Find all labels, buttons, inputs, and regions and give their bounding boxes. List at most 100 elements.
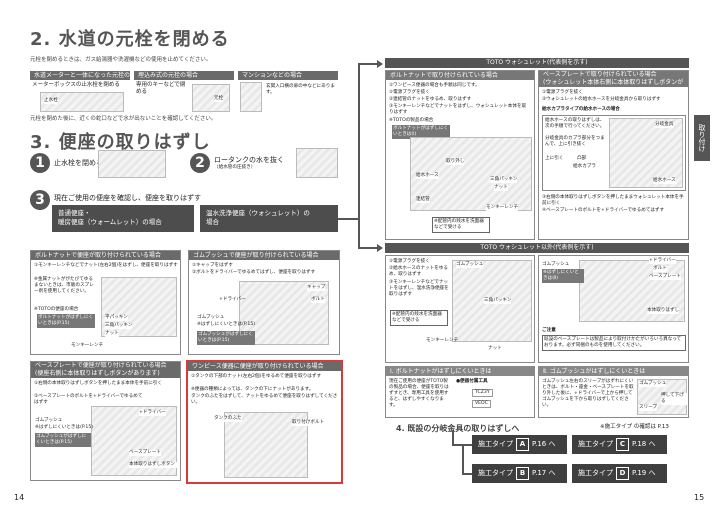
label-pull-up: 上に引く (545, 156, 564, 161)
label-base-driver: +ドライバー (139, 410, 166, 416)
toto-base-line1: ①電源プラグを抜く (542, 90, 583, 95)
label-info2-sleeve: スリーブ (639, 405, 658, 411)
info1-tool-row2: VEOC (472, 400, 491, 408)
type-a-label: 施工タイプ (478, 440, 513, 448)
label-ob-plate: ベースプレート (649, 274, 681, 280)
label-hard-remove: ※はずしにくいときは(P.15) (197, 322, 256, 327)
step2-text: ロータンクの水を抜く (214, 156, 284, 164)
section2-intro: 元栓を閉めるときは、ガス給湯器や洗濯機などの使用を止めてください。 (30, 57, 212, 63)
toto-head-bar: TOTO ウォシュレット(代表例を示す) (385, 58, 689, 68)
type-c-label: 施工タイプ (578, 440, 613, 448)
toto-bolt-line2: ①電源プラグを抜く (389, 90, 430, 95)
label-ob-hard: ※はずしにくいときは(Ⅱ) (542, 269, 584, 283)
step2-subtext: （給水管の圧抜き） (214, 165, 256, 170)
step3-text: 現在ご使用の便座を確認し、便座を取りはずす (54, 194, 201, 202)
panel-base-plate: ベースプレートで便座が取り付けられている場合 (便座右側に本体取りはずしボタンが… (30, 361, 181, 481)
callout-valve: 元栓 (214, 96, 224, 102)
label-toto-triangle: 三角パッキン (490, 177, 518, 183)
col-text-mansion: 玄関入口横の扉の中などにあります。 (266, 84, 335, 95)
toto-bolt-panel: ボルトナットで取り付けられている場合 ①ワンピース便器の場合も手順は同じです。 … (385, 70, 535, 240)
panel-rubber-bush: ゴムブッシュで便座が取り付けられている場合 ①キャップをはずす ②ボルトをドライ… (188, 250, 340, 355)
panel-push-line2: ②ボルトをドライバーでゆるめてはずし、便座を取りはずす (192, 270, 316, 275)
toto-base-panel: ベースプレートで取り付けられている場合 (ウォシュレット本体右側に本体取りはずし… (538, 70, 689, 240)
panel-bolt-line4: ボルトナットがはずしにくいときは(P.15) (37, 314, 95, 328)
info1-tool-head: ●便器付属工具 (456, 379, 488, 384)
label-other-triangle: 三角パッキン (484, 298, 512, 304)
info2-head: Ⅱ. ゴムブッシュがはずしにくいときは (539, 367, 688, 376)
arrow-head-other (377, 244, 383, 252)
col-text-embedded: 専用のキーなどで閉める (136, 82, 186, 95)
info-bush-hard: Ⅱ. ゴムブッシュがはずしにくいときは ゴムブッシュ左右のスリーブがはずれにくい… (538, 366, 689, 418)
label-base-hard: ※はずしにくいときは(P.15) (35, 425, 94, 430)
label-bush-ref: ゴムブッシュがはずしにくいときは(P.15) (197, 331, 255, 345)
panel-onepiece-head: ワンピース便器に便座が取り付けられている場合 (188, 362, 341, 371)
label-ob-bush: ゴムブッシュ (542, 262, 570, 267)
panel-onepiece-line1: ①タンクの下部のナット(左右2個)をゆるめて便座を取りはずす (191, 374, 322, 379)
info1-tool-row1: TCZ3Y (472, 389, 493, 397)
section4-title: 4. 既設の分岐金具の取りはずしへ (396, 424, 520, 433)
section2-note: 元栓を閉めた後に、近くの蛇口などで水が出ないことを確認してください。 (30, 116, 217, 122)
type-b-label: 施工タイプ (478, 469, 513, 477)
section4-note: ※施工タイプ の確認は P.13 (600, 424, 669, 430)
embedded-valve-drawing (192, 84, 230, 112)
label-branch-fitting: 分岐金具 (655, 122, 674, 128)
toto-coupler-line1: 給水ホースの取りはずしは、次の手順で行ってください。 (545, 118, 605, 129)
mansion-door-drawing (240, 82, 262, 112)
toto-bolt-line6: ボルトナットがはずしにくいときは(Ⅰ) (392, 125, 450, 139)
label-ob-driver: +ドライバー (649, 258, 676, 264)
label-driver: +ドライバー (219, 297, 246, 302)
toto-coupler-line2: 分岐金具のカプラ部分をつまんで、上に引き抜く (545, 136, 605, 147)
connector-vertical (358, 64, 360, 248)
type-b-letter: B (516, 467, 529, 480)
label-coupler: 給水カプラ (573, 164, 596, 170)
label-cap: キャップ (307, 285, 326, 291)
type-a-ref: P.16 へ (532, 440, 556, 448)
section3-title: 3. 便座の取りはずし (30, 132, 211, 153)
label-mount-bolt: 取り付けボルト (292, 420, 325, 426)
button-connector-top (462, 444, 472, 446)
toto-base-line2: ②ウォシュレットの給水ホースを分岐金具から取りはずす (542, 97, 661, 102)
label-tank-lid: タンクのふた (214, 416, 242, 422)
step1-number: 1 (30, 153, 50, 173)
page-number-left: 14 (14, 493, 25, 502)
panel-base-line1: ①右側の本体取りはずしボタンを押したまま本体を手前に引く (34, 381, 163, 386)
label-ob-bolt: ボルト (653, 266, 667, 272)
other-line1: ①電源プラグを抜く (389, 259, 430, 264)
panel-bolt-line3: ※TOTOの便座の場合 (34, 307, 79, 312)
type-d-letter: D (616, 467, 629, 480)
panel-bolt-head: ボルトナットで便座が取り付けられている場合 (31, 251, 180, 260)
panel-bolt-line1: ①モンキーレンチなどでナット(左右2個)をはずし、便座を取りはずす (34, 263, 178, 268)
info-bolt-hard: Ⅰ. ボルトナットがはずしにくいときは 現在ご使用の便座がTOTO製の製品の場合… (385, 366, 535, 418)
toto-coupler-head: 給水カプラタイプの給水ホースの場合 (542, 107, 620, 112)
label-coupler-hose: 給水ホース (653, 178, 676, 184)
arrow-to-other (358, 247, 378, 249)
toto-bolt-line1: ①ワンピース便器の場合も手順は同じです。 (389, 83, 480, 88)
side-tab[interactable]: 取り付け (694, 115, 710, 161)
label-wrench: モンキーレンチ (71, 343, 104, 348)
step1-text: 止水栓を閉める (54, 159, 103, 167)
panel-bolt-nut: ボルトナットで便座が取り付けられている場合 ①モンキーレンチなどでナット(左右2… (30, 250, 181, 355)
button-connector-stem (452, 430, 454, 446)
type-a-letter: A (516, 438, 529, 451)
panel-bolt-line2: ※金属ナットががたびてゆるまないときは、市販のスプレー剤を使用してください。 (34, 277, 94, 294)
col-head-mansion: マンションなどの場合 (238, 71, 338, 80)
label-toto-nut: ナット (494, 185, 508, 191)
label-other-bush: ゴムブッシュ (456, 262, 484, 268)
label-rubber-bush: ゴムブッシュ (197, 315, 225, 320)
caution-title: ご注意 (542, 328, 556, 333)
other-panel: ①電源プラグを抜く ②給水ホースのナットをゆるめ、取りはずす ③モンキーレンチな… (385, 255, 535, 363)
type-b-banner: 温水洗浄便座（ウォシュレット）の 場合 (200, 205, 338, 232)
label-base-bush: ゴムブッシュ (35, 418, 63, 423)
panel-onepiece-line3: タンクのふたをはずして、ナットをゆるめて便座を取りはずしてください。 (191, 394, 338, 405)
label-base-plate: ベースプレート (129, 450, 161, 456)
type-d-ref: P.19 へ (632, 469, 656, 477)
toto-bolt-line5: ※TOTOの製品の場合 (389, 118, 434, 123)
step3-number: 3 (30, 190, 50, 210)
label-base-release: 本体取りはずしボタン (129, 462, 177, 468)
label-triangle-packing: 三角パッキン (105, 323, 133, 329)
col-head-meter: 水道メーターと一体になった元栓の場合 (30, 71, 130, 80)
